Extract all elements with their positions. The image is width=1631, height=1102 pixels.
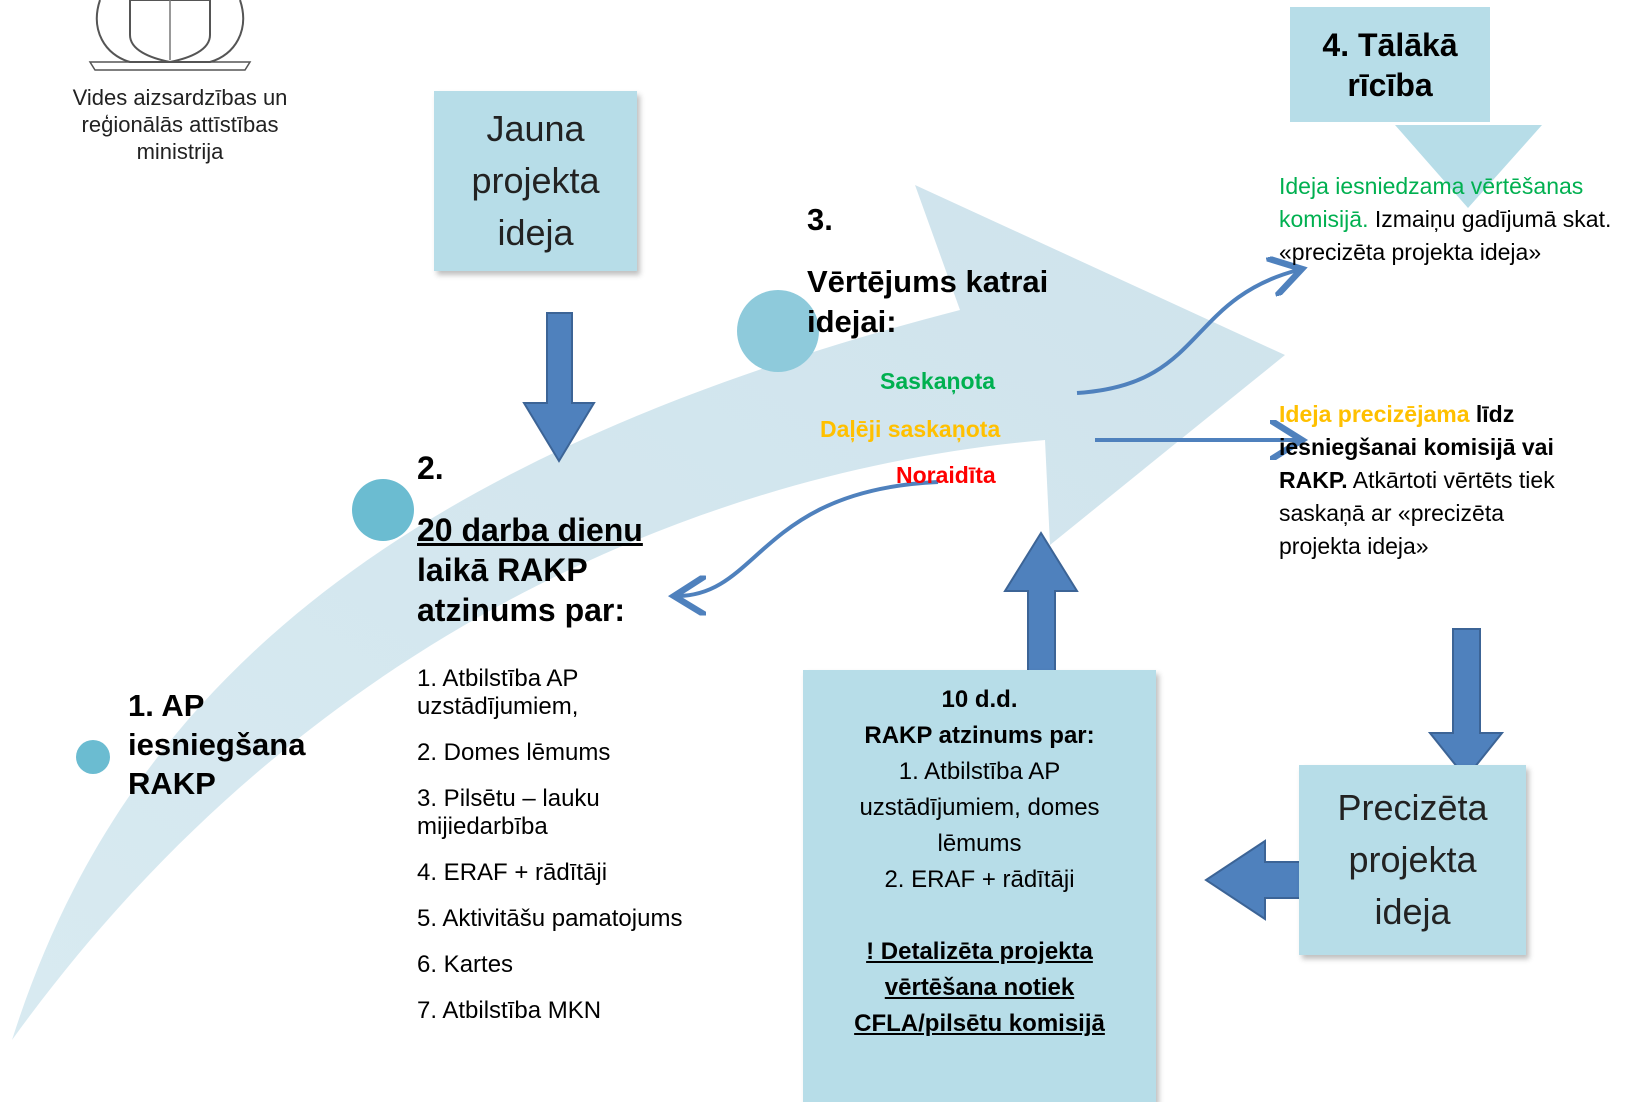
refined-idea-box: Precizēta projekta ideja xyxy=(1299,765,1526,955)
progress-swoosh-arrow xyxy=(12,185,1285,1040)
outcome-partial-yellow: Ideja precizējama xyxy=(1279,401,1470,427)
up-arrow-10dd xyxy=(1003,531,1079,674)
review-10dd-title: 10 d.d. xyxy=(941,686,1018,713)
status-rejected: Noraidīta xyxy=(896,462,996,488)
logo xyxy=(70,0,270,78)
review-10dd-box: 10 d.d. RAKP atzinums par: 1. Atbilstība… xyxy=(803,670,1156,1102)
step2-heading: 20 darba dienu laikā RAKP atzinums par: xyxy=(417,510,707,630)
connector-approved xyxy=(1076,270,1298,395)
refined-line-2: projekta xyxy=(1348,839,1477,880)
outcome-approved-green: Ideja iesniedzama vērtēšanas komisijā. xyxy=(1279,173,1584,232)
review-10dd-item-1: 1. Atbilstība AP uzstādījumiem, domes lē… xyxy=(859,758,1100,857)
outcome-approved-text: Ideja iesniedzama vērtēšanas komisijā. I… xyxy=(1279,170,1624,269)
step4-box: 4. Tālākā rīcība xyxy=(1290,7,1490,122)
down-arrow-new-idea xyxy=(522,312,596,463)
outcome-partial-bold: līdz iesniegšanai komisijā vai RAKP. xyxy=(1279,401,1554,493)
step4-pointer xyxy=(1395,125,1542,208)
step1-circle xyxy=(76,740,110,774)
new-idea-box: Jauna projekta ideja xyxy=(434,91,637,271)
connector-rejected xyxy=(678,480,939,596)
list-item: 2. Domes lēmums xyxy=(417,739,611,766)
new-idea-line-3: ideja xyxy=(497,212,574,253)
coat-of-arms-icon xyxy=(88,0,252,71)
new-idea-line-1: Jauna xyxy=(486,108,585,149)
review-10dd-note: ! Detalizēta projekta vērtēšana notiek C… xyxy=(854,938,1105,1037)
outcome-partial-text: Ideja precizējama līdz iesniegšanai komi… xyxy=(1279,398,1579,563)
down-arrow-right xyxy=(1427,628,1505,780)
status-approved: Saskaņota xyxy=(880,368,996,394)
list-item: 7. Atbilstība MKN xyxy=(417,997,602,1024)
step3-circle xyxy=(737,290,819,372)
ministry-line-3: ministrija xyxy=(136,139,224,164)
refined-line-3: ideja xyxy=(1374,891,1451,932)
review-10dd-item-2: 2. ERAF + rādītāji xyxy=(884,866,1075,893)
step2-number: 2. xyxy=(417,450,444,486)
status-partial: Daļēji saskaņota xyxy=(820,416,1001,442)
list-item: 1. Atbilstība AP uzstādījumiem, xyxy=(417,665,579,720)
step2-criteria-list: 1. Atbilstība AP uzstādījumiem, 2. Domes… xyxy=(417,665,757,1043)
list-item: 3. Pilsētu – lauku mijiedarbība xyxy=(417,785,600,840)
outcome-partial-rest: Atkārtoti vērtēts tiek saskaņā ar «preci… xyxy=(1279,467,1555,559)
ministry-line-1: Vides aizsardzības un xyxy=(72,85,288,110)
review-10dd-subtitle: RAKP atzinums par: xyxy=(864,722,1095,749)
list-item: 6. Kartes xyxy=(417,951,514,978)
step3-number: 3. xyxy=(807,202,833,237)
refined-line-1: Precizēta xyxy=(1337,787,1488,828)
new-idea-line-2: projekta xyxy=(471,160,600,201)
list-item: 5. Aktivitāšu pamatojums xyxy=(417,905,683,932)
step4-title: 4. Tālākā rīcība xyxy=(1322,26,1458,103)
step2-circle xyxy=(352,479,414,541)
step2-heading-rest: laikā RAKP atzinums par: xyxy=(417,552,626,628)
ministry-line-2: reģionālās attīstības xyxy=(81,112,279,137)
step3-heading: Vērtējums katrai idejai: xyxy=(807,264,1049,339)
list-item: 4. ERAF + rādītāji xyxy=(417,859,608,886)
outcome-approved-rest: Izmaiņu gadījumā skat. «precizēta projek… xyxy=(1279,206,1612,265)
ministry-name: Vides aizsardzības un reģionālās attīstī… xyxy=(30,84,330,165)
step2-heading-underlined: 20 darba dienu xyxy=(417,512,643,548)
step1-title: 1. AP iesniegšana RAKP xyxy=(128,688,306,801)
